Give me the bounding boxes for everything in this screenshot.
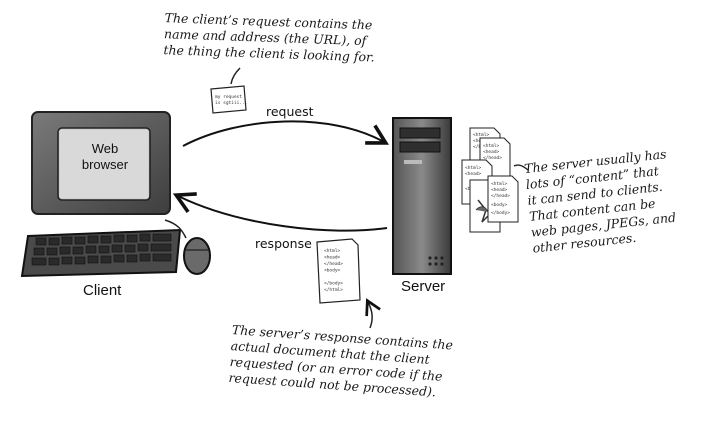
keyboard <box>20 228 182 278</box>
svg-text:<head>: <head> <box>483 149 500 155</box>
svg-text:</head>: </head> <box>483 155 502 161</box>
svg-text:</body>: </body> <box>491 210 510 216</box>
svg-text:<body>: <body> <box>491 202 508 208</box>
response-label: response <box>255 236 312 251</box>
svg-text:<html>: <html> <box>465 165 482 171</box>
response-doc-line: <body> <box>324 268 341 274</box>
request-slip: my request is sgtiii... <box>210 85 248 114</box>
svg-text:<html>: <html> <box>483 143 500 149</box>
request-note: The client’s request contains the name a… <box>163 10 375 65</box>
server-tower <box>392 117 452 275</box>
server-note-pointer <box>513 164 529 171</box>
response-document: <html><head></head><body> </body></html> <box>316 238 361 304</box>
response-doc-line: <head> <box>324 255 341 261</box>
svg-text:<head>: <head> <box>465 171 482 177</box>
svg-text:<html>: <html> <box>491 181 508 187</box>
server-note: The server usually has lots of “content”… <box>523 146 677 256</box>
svg-text:</head>: </head> <box>491 193 510 199</box>
request-slip-line2: is sgtiii... <box>215 100 248 106</box>
response-doc-line: </body> <box>324 281 343 287</box>
request-note-pointer <box>230 67 241 85</box>
request-arrow <box>182 120 389 147</box>
server-content-pages: <html><head></head> <html><head></head> … <box>461 127 519 233</box>
response-doc-line: </head> <box>324 261 343 267</box>
client-computer <box>20 111 211 278</box>
response-doc-line: </html> <box>324 287 343 293</box>
svg-text:<head>: <head> <box>491 187 508 193</box>
mouse <box>164 219 211 275</box>
client-label: Client <box>83 282 122 299</box>
server-label: Server <box>401 278 446 295</box>
svg-text:<html>: <html> <box>473 132 490 138</box>
request-slip-line1: my request <box>215 94 242 100</box>
response-note-pointer <box>365 298 381 329</box>
request-label: request <box>266 104 314 119</box>
response-arrow <box>172 192 388 232</box>
browser-label: Web browser <box>81 141 129 172</box>
response-doc-line: <html> <box>324 248 341 254</box>
